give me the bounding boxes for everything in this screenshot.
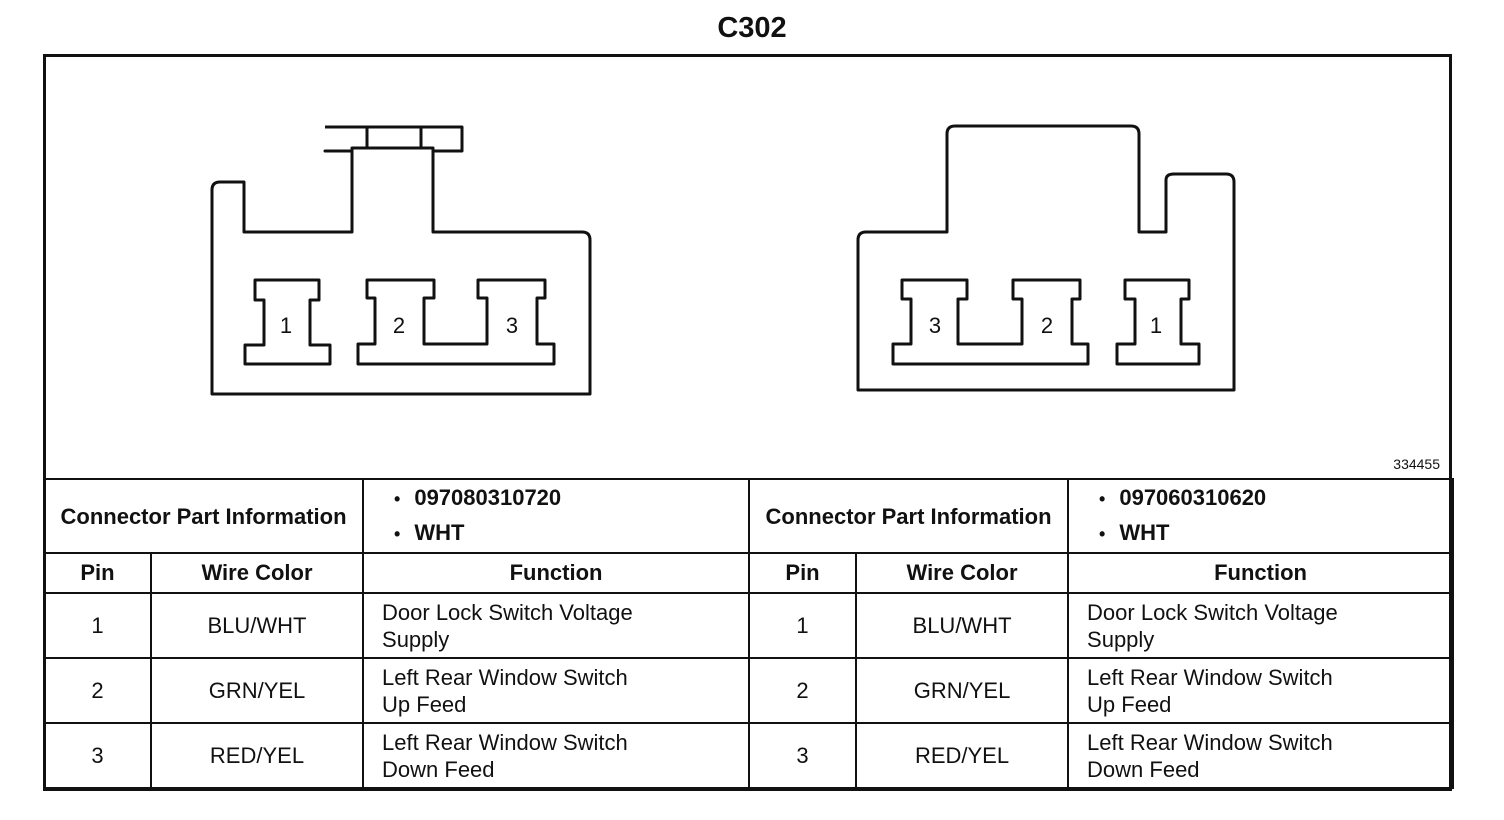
connector-pinout-table: Connector Part Information 097080310720 … <box>42 478 1455 789</box>
pin-cell: 3 <box>43 722 152 789</box>
wire-color-cell: GRN/YEL <box>149 657 365 724</box>
right-part-number: 097060310620 <box>1113 481 1452 516</box>
header-pin: Pin <box>43 552 152 594</box>
header-function: Function <box>362 552 751 594</box>
part-info-row: Connector Part Information 097080310720 … <box>42 478 1455 554</box>
right-terminal-3-2 <box>891 278 1090 366</box>
header-wire-color: Wire Color <box>149 552 365 594</box>
left-part-info-values: 097080310720 WHT <box>362 478 751 554</box>
right-connector-outline <box>856 124 1236 392</box>
figure-id: 334455 <box>1393 456 1440 472</box>
left-terminal-2-3 <box>356 278 556 366</box>
connector-illustrations: 1 2 3 3 2 1 <box>210 124 1236 396</box>
left-pin-label: 1 <box>280 313 292 338</box>
diagram-title: C302 <box>717 12 787 44</box>
wire-color-cell: GRN/YEL <box>855 657 1070 724</box>
pin-cell: 2 <box>748 657 858 724</box>
header-row: Pin Wire Color Function Pin Wire Color F… <box>43 552 1455 594</box>
right-pin-label: 3 <box>929 313 941 338</box>
right-terminal-1 <box>1115 278 1201 366</box>
pin-cell: 3 <box>748 722 858 789</box>
left-connector-outline <box>210 146 592 396</box>
pin-cell: 1 <box>43 592 152 659</box>
left-part-number: 097080310720 <box>408 481 748 516</box>
header-wire-color: Wire Color <box>855 552 1070 594</box>
left-pin-label: 3 <box>506 313 518 338</box>
wire-color-cell: RED/YEL <box>855 722 1070 789</box>
wire-color-cell: RED/YEL <box>149 722 365 789</box>
pin-cell: 2 <box>43 657 152 724</box>
left-connector-latch <box>323 125 464 153</box>
right-pin-label: 1 <box>1150 313 1162 338</box>
wire-color-cell: BLU/WHT <box>149 592 365 659</box>
header-function: Function <box>1067 552 1455 594</box>
header-pin: Pin <box>748 552 858 594</box>
right-pin-label: 2 <box>1041 313 1053 338</box>
left-part-info-label: Connector Part Information <box>42 478 365 554</box>
right-part-info-label: Connector Part Information <box>748 478 1070 554</box>
wire-color-cell: BLU/WHT <box>855 592 1070 659</box>
left-terminal-1 <box>243 278 332 366</box>
pin-cell: 1 <box>748 592 858 659</box>
diagram-frame <box>43 54 1452 791</box>
left-connector-color: WHT <box>408 516 748 551</box>
right-part-info-values: 097060310620 WHT <box>1067 478 1455 554</box>
right-connector-color: WHT <box>1113 516 1452 551</box>
left-pin-label: 2 <box>393 313 405 338</box>
